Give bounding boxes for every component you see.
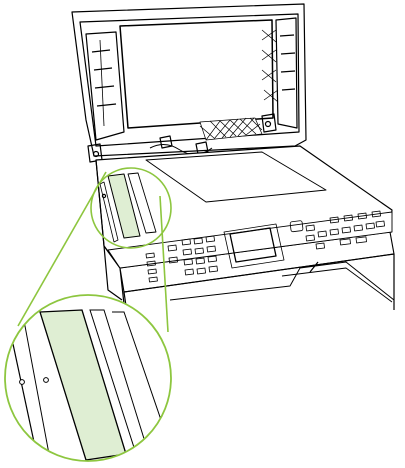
printer-base xyxy=(123,253,395,310)
function-buttons xyxy=(289,210,385,250)
source-circle xyxy=(90,167,172,249)
scanner-lid xyxy=(71,3,307,163)
flatbed-glass xyxy=(145,151,327,203)
magnified-view xyxy=(5,295,171,461)
magnify-callout xyxy=(4,167,172,462)
lid-backing-pad xyxy=(119,19,274,129)
keypad-buttons xyxy=(145,235,218,283)
lid-hinge-hatching xyxy=(199,29,279,141)
output-tray xyxy=(169,261,395,301)
lcd-display xyxy=(229,227,277,263)
magnified-circle xyxy=(4,294,172,462)
